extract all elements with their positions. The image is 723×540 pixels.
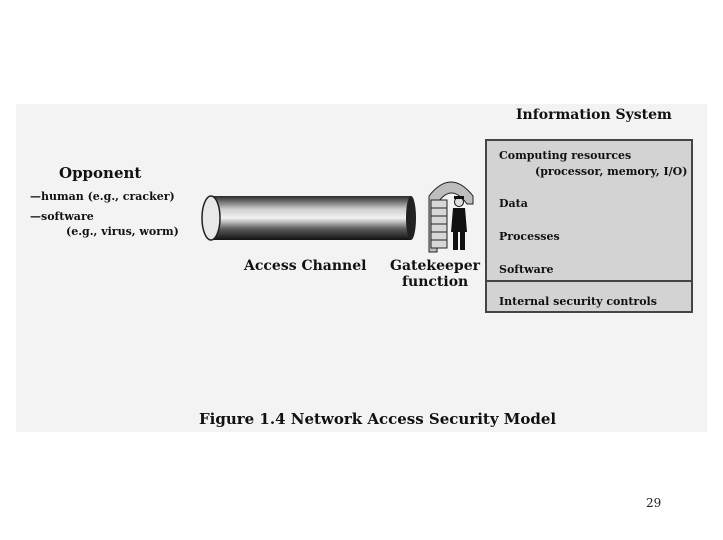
software-label: Software <box>499 263 554 276</box>
information-system-title: Information System <box>516 107 672 123</box>
internal-security-controls-label: Internal security controls <box>499 295 657 308</box>
opponent-software-examples: (e.g., virus, worm) <box>66 225 179 238</box>
section-divider <box>487 280 691 282</box>
gatekeeper-label-line2: function <box>402 274 469 290</box>
figure-panel: Opponent —human (e.g., cracker) —softwar… <box>16 104 707 432</box>
page-number: 29 <box>646 496 662 510</box>
gatekeeper-icon <box>428 181 474 253</box>
processes-label: Processes <box>499 230 560 243</box>
gatekeeper-label-line1: Gatekeeper <box>390 258 480 274</box>
opponent-human-line: —human (e.g., cracker) <box>30 190 175 203</box>
computing-resources-label: Computing resources <box>499 149 632 162</box>
opponent-title: Opponent <box>59 164 142 182</box>
information-system-box: Computing resources (processor, memory, … <box>485 139 693 313</box>
computing-resources-detail: (processor, memory, I/O) <box>535 165 688 178</box>
access-channel-label: Access Channel <box>244 258 367 274</box>
figure-caption: Figure 1.4 Network Access Security Model <box>199 410 557 428</box>
data-label: Data <box>499 197 528 210</box>
opponent-software-line: —software <box>30 210 94 223</box>
access-channel-pipe-icon <box>201 195 416 241</box>
